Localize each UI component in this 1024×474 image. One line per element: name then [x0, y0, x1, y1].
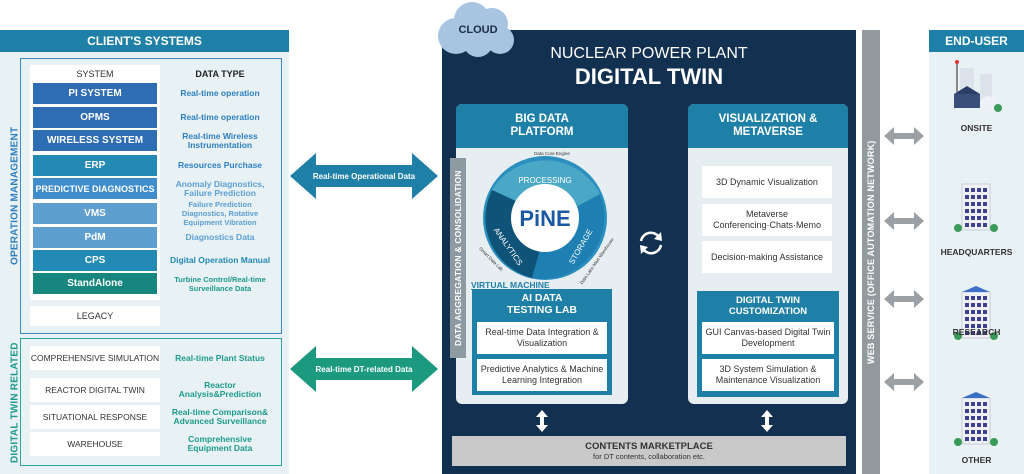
end-user-header: END-USER — [929, 30, 1024, 52]
sync-icon — [639, 231, 663, 255]
end-user-label: OTHER — [961, 455, 992, 465]
building-icon — [954, 392, 998, 446]
data-type-item: Turbine Control/Real-time Surveillance D… — [174, 274, 266, 293]
customization-item: 3D System Simulation & Maintenance Visua… — [702, 359, 834, 391]
data-type-item: Diagnostics Data — [185, 232, 255, 242]
bidirectional-arrow-icon — [884, 212, 924, 230]
storage-segment — [532, 194, 605, 279]
legacy-label: LEGACY — [30, 306, 160, 326]
dt-system-item: WAREHOUSE — [30, 432, 160, 456]
data-type-column-header: DATA TYPE — [195, 69, 245, 79]
dt-related-data-arrow-label: Real-time DT-related Data — [315, 364, 413, 374]
system-column-header: SYSTEM — [76, 69, 114, 79]
customization-item: GUI Canvas-based Digital Twin Developmen… — [702, 322, 834, 354]
research-building-icon — [954, 286, 998, 340]
cloud-label: CLOUD — [458, 24, 498, 36]
web-service-bar: WEB SERVICE (OFFICE AUTOMATION NETWORK) — [862, 30, 880, 474]
end-user-label: HEADQUARTERS — [940, 247, 1013, 257]
end-user-label: RESEARCH — [952, 327, 1001, 337]
ai-lab-item: Predictive Analytics & Machine Learning … — [477, 359, 607, 391]
cloud-icon — [438, 2, 514, 57]
dt-system-item: SITUATIONAL RESPONSE — [30, 405, 160, 429]
contents-marketplace: CONTENTS MARKETPLACE for DT contents, co… — [452, 436, 846, 466]
dt-customization-title: DIGITAL TWIN CUSTOMIZATION — [728, 295, 808, 317]
dt-system-item: REACTOR DIGITAL TWIN — [30, 378, 160, 402]
updown-arrow-icon — [536, 410, 548, 432]
pine-platform-diagram: PiNE PROCESSING STORAGE ANALYTICS Data C… — [478, 151, 615, 285]
operation-management-group — [20, 58, 282, 334]
system-item: OPMS — [33, 107, 157, 128]
operational-data-arrow — [290, 153, 438, 199]
system-item: PREDICTIVE DIAGNOSTICS — [33, 178, 157, 199]
marketplace-title: CONTENTS MARKETPLACE — [585, 441, 713, 452]
visualization-item: Decision-making Assistance — [702, 241, 832, 273]
system-item: StandAlone — [33, 273, 157, 294]
digital-twin-related-group — [20, 338, 282, 466]
data-type-item: Real-time operation — [180, 112, 260, 122]
dt-data-type-item: Real-time Plant Status — [175, 352, 265, 363]
analytics-segment — [485, 190, 540, 278]
data-type-item: Real-time Wireless Instrumentation — [182, 130, 258, 150]
processing-segment — [492, 160, 600, 206]
data-type-item: Digital Operation Manual — [169, 255, 271, 265]
bidirectional-arrow-icon — [884, 290, 924, 308]
operation-management-label: OPERATION MANAGEMENT — [9, 126, 21, 266]
system-item: PdM — [33, 227, 157, 248]
data-type-item: Resources Purchase — [177, 160, 263, 170]
digital-twin-related-label: DIGITAL TWIN RELATED — [9, 342, 21, 464]
pine-center — [511, 184, 579, 252]
data-type-item: Failure Prediction Diagnostics, Rotative… — [181, 200, 259, 227]
client-systems-header: CLIENT'S SYSTEMS — [0, 30, 289, 52]
dt-data-type-item: Reactor Analysis&Prediction — [178, 380, 262, 399]
system-item: CPS — [33, 250, 157, 271]
system-item: ERP — [33, 155, 157, 176]
processing-label: PROCESSING — [518, 176, 571, 185]
data-core-engine-label: Data Core Engine — [534, 151, 570, 156]
data-type-item: Anomaly Diagnostics, Failure Prediction — [175, 178, 265, 198]
big-data-platform-title: BIG DATA PLATFORM — [456, 104, 628, 148]
dt-system-item: COMPREHENSIVE SIMULATION — [30, 346, 160, 370]
ai-lab-title: AI DATA TESTING LAB — [507, 292, 577, 316]
bidirectional-arrow-icon — [884, 127, 924, 145]
data-type-item: Real-time operation — [180, 88, 260, 98]
visualization-item: 3D Dynamic Visualization — [702, 166, 832, 198]
title-line-2: DIGITAL TWIN — [574, 64, 724, 89]
system-item: WIRELESS SYSTEM — [33, 130, 157, 151]
system-item: PI SYSTEM — [33, 83, 157, 104]
power-plant-icon — [954, 60, 1002, 112]
updown-arrow-icon — [761, 410, 773, 432]
dt-data-type-item: Real-time Comparison& Advanced Surveilla… — [171, 407, 269, 426]
visualization-metaverse-title: VISUALIZATION & METAVERSE — [688, 104, 848, 148]
dt-data-type-item: Comprehensive Equipment Data — [187, 434, 253, 453]
virtual-machine-label: VIRTUAL MACHINE — [471, 280, 550, 290]
pine-logo: PiNE — [519, 206, 570, 231]
operational-data-arrow-label: Real-time Operational Data — [312, 171, 416, 181]
data-aggregation-bar: DATA AGGREGATION & CONSOLIDATION — [450, 158, 466, 358]
visualization-item: Metaverse Conferencing·Chats·Memo — [702, 204, 832, 236]
system-item: VMS — [33, 203, 157, 224]
office-tower-icon — [954, 183, 998, 232]
marketplace-subtitle: for DT contents, collaboration etc. — [592, 452, 705, 461]
dt-related-data-arrow — [290, 346, 438, 392]
end-user-label: ONSITE — [960, 123, 993, 133]
title-line-1: NUCLEAR POWER PLANT — [550, 45, 748, 62]
ai-lab-item: Real-time Data Integration & Visualizati… — [477, 322, 607, 354]
bidirectional-arrow-icon — [884, 373, 924, 391]
